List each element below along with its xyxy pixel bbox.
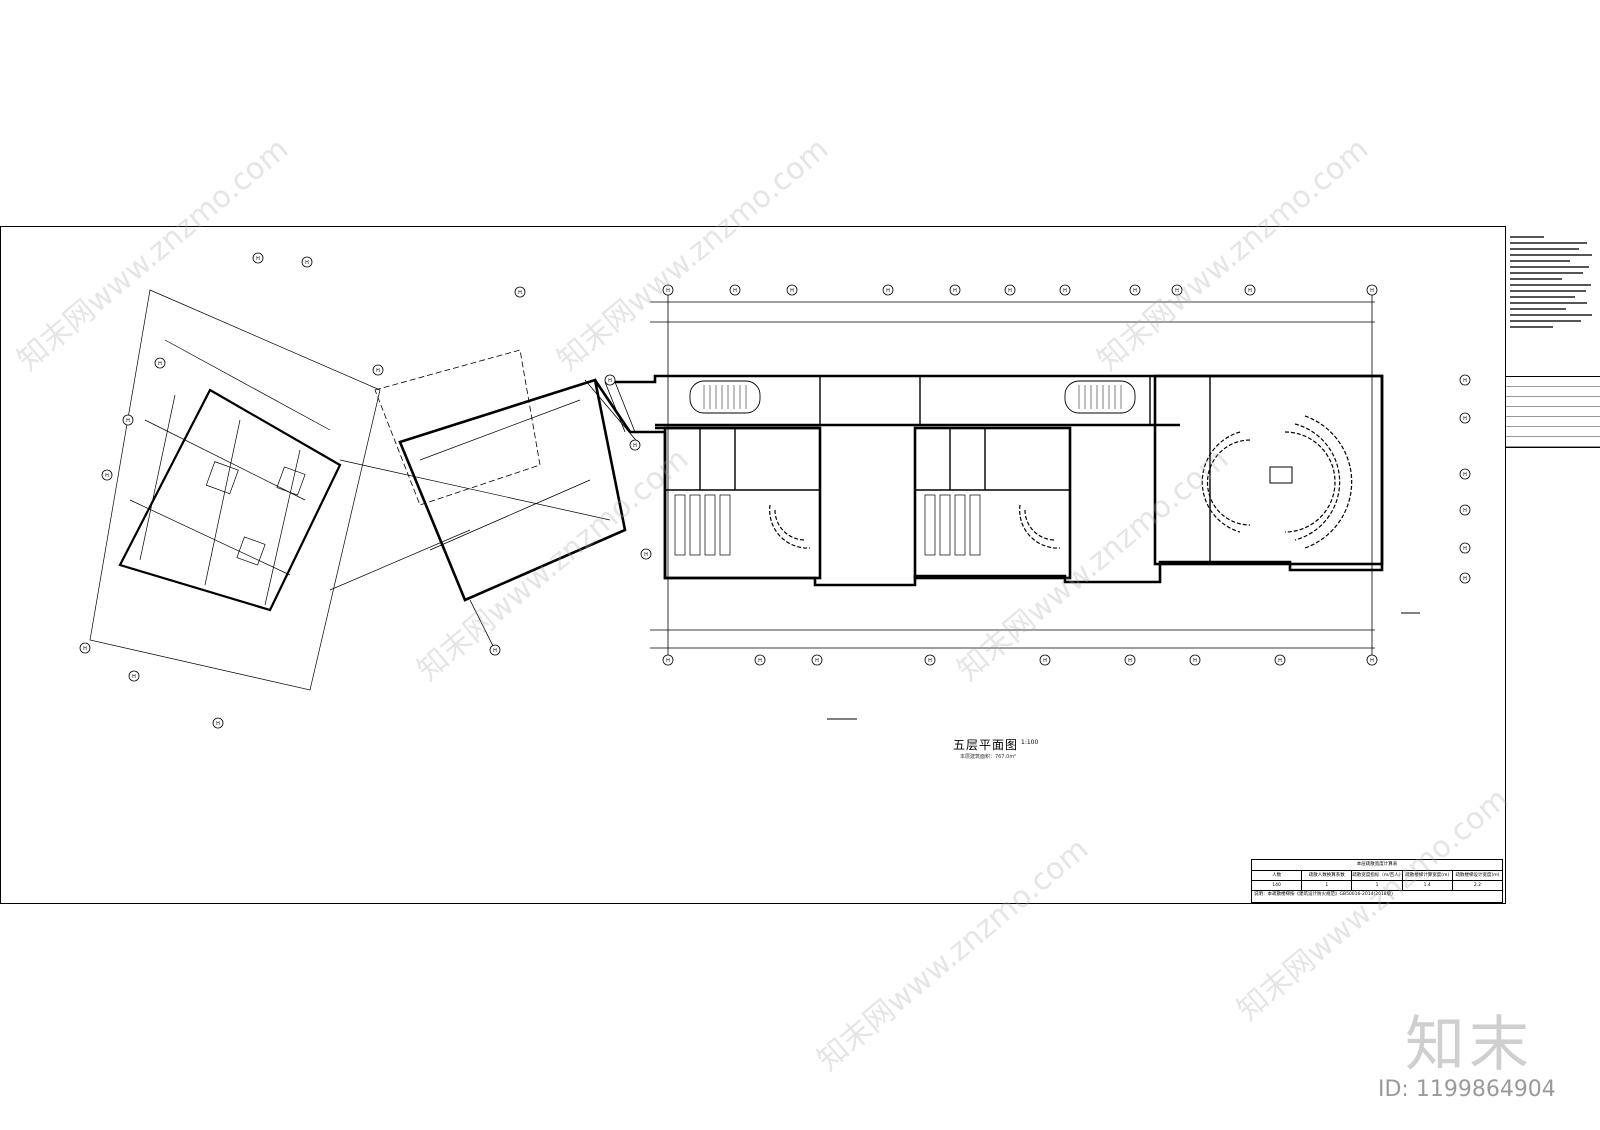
- axis-label: H: [666, 658, 670, 664]
- table-cell: 1: [1352, 881, 1403, 890]
- evacuation-width-table: 本层疏散宽度计算表 人数 疏散人数换算系数 疏散宽度指标（m/百人） 疏散楼梯计…: [1251, 859, 1503, 903]
- axis-label: H: [132, 674, 136, 680]
- axis-label: H: [1063, 288, 1067, 294]
- axis-label: H: [1463, 576, 1467, 582]
- table-cell: 2.2: [1473, 883, 1481, 888]
- axis-label: H: [758, 658, 762, 664]
- axis-bubbles-right: H H H H H H: [1459, 374, 1471, 584]
- axis-label: H: [733, 288, 737, 294]
- axis-label: H: [1008, 288, 1012, 294]
- axis-label: H: [1043, 658, 1047, 664]
- title-block: [1505, 226, 1600, 904]
- axis-label: H: [1278, 658, 1282, 664]
- axis-label: H: [633, 443, 637, 449]
- axis-label: H: [216, 721, 220, 727]
- table-header-cell: 人数: [1252, 871, 1303, 880]
- axis-label: H: [105, 473, 109, 479]
- table-row: 140 1 1 1.4 2.2: [1252, 881, 1502, 891]
- plan-title: 五层平面图: [953, 738, 1019, 752]
- axis-label: H: [1133, 288, 1137, 294]
- axis-label: H: [493, 648, 497, 654]
- axis-label: H: [666, 288, 670, 294]
- axis-label: H: [518, 290, 522, 296]
- axis-label: H: [790, 288, 794, 294]
- axis-label: H: [928, 658, 932, 664]
- table-cell: 1: [1302, 881, 1353, 890]
- image-id-label: ID: 1199864904: [1378, 1077, 1556, 1102]
- axis-label: H: [608, 378, 612, 384]
- axis-label: H: [815, 658, 819, 664]
- axis-label: H: [256, 256, 260, 262]
- axis-label: H: [1175, 288, 1179, 294]
- axis-label: H: [1463, 546, 1467, 552]
- title-block-grid: [1506, 376, 1600, 448]
- table-caption: 本层疏散宽度计算表: [1252, 860, 1502, 871]
- axis-label: H: [644, 552, 648, 558]
- axis-label: H: [83, 646, 87, 652]
- table-note: 说明：本疏散楼梯按《建筑设计防火规范》GB50016-2014(2018版): [1254, 892, 1393, 897]
- table-cell: 1.4: [1403, 881, 1453, 890]
- axis-label: H: [1370, 658, 1374, 664]
- axis-label: H: [305, 260, 309, 266]
- table-header-cell: 疏散楼梯设计宽度(m): [1455, 873, 1500, 878]
- design-notes: [1510, 232, 1596, 372]
- axis-label: H: [1463, 508, 1467, 514]
- table-header-row: 人数 疏散人数换算系数 疏散宽度指标（m/百人） 疏散楼梯计算宽度(m) 疏散楼…: [1252, 871, 1502, 881]
- axis-label: H: [158, 361, 162, 367]
- axis-label: H: [886, 288, 890, 294]
- table-header-cell: 疏散人数换算系数: [1302, 871, 1353, 880]
- axis-bubbles-left-wing: H H H H H H H H H H H H H H: [79, 252, 652, 729]
- znzmo-logo: 知末: [1405, 1010, 1533, 1080]
- axis-label: H: [126, 418, 130, 424]
- table-cell: 140: [1252, 881, 1303, 890]
- axis-label: H: [376, 368, 380, 374]
- table-header-cell: 疏散宽度指标（m/百人）: [1352, 871, 1403, 880]
- axis-label: H: [953, 288, 957, 294]
- axis-label: H: [1193, 658, 1197, 664]
- plan-area: 本层建筑面积：767.0m²: [960, 754, 1017, 760]
- axis-label: H: [1128, 658, 1132, 664]
- axis-label: H: [1370, 288, 1374, 294]
- axis-label: H: [1463, 472, 1467, 478]
- plan-scale: 1:100: [1021, 739, 1039, 746]
- axis-label: H: [1248, 288, 1252, 294]
- axis-label: H: [1463, 378, 1467, 384]
- axis-label: H: [1463, 416, 1467, 422]
- table-header-cell: 疏散楼梯计算宽度(m): [1403, 871, 1453, 880]
